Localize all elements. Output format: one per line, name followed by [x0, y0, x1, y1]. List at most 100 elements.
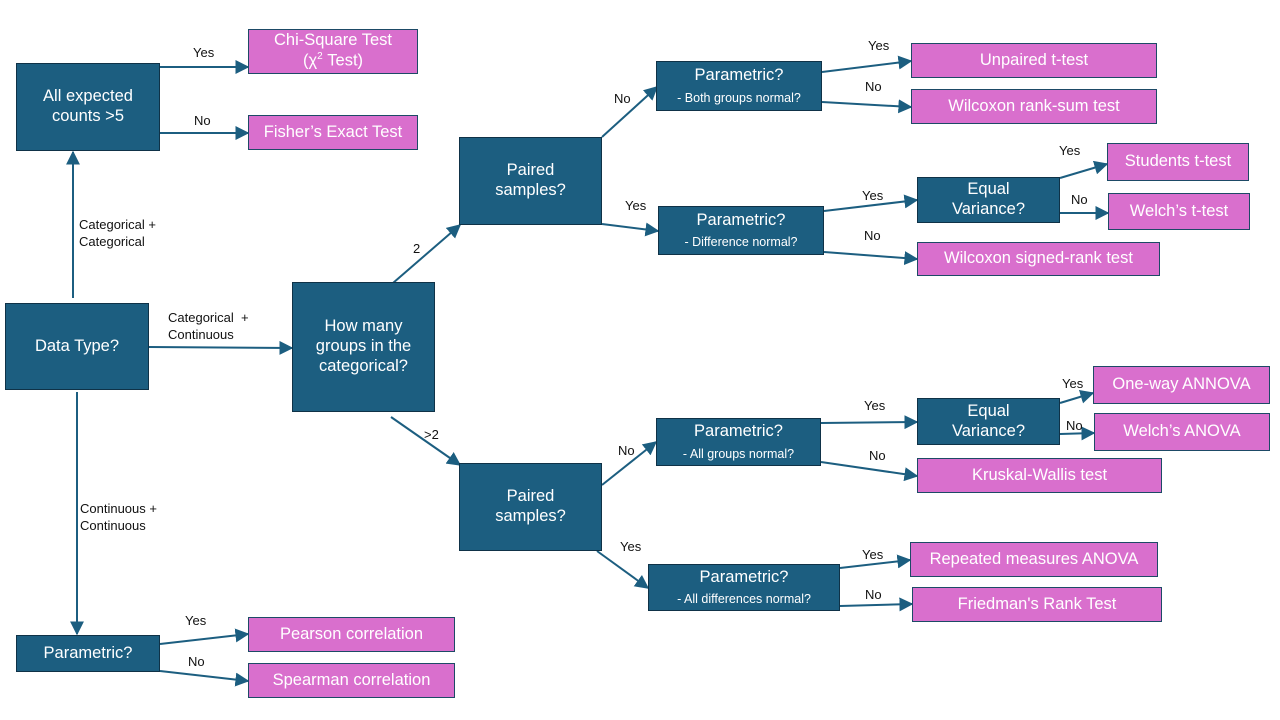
edge-label-rank-sum-no: No [865, 79, 882, 94]
edge-label-chi-yes: Yes [193, 45, 215, 60]
edge-label-spearman-no: No [188, 654, 205, 669]
wilcoxon-rank-sum-node: Wilcoxon rank-sum test [911, 89, 1157, 124]
edge-label-cat-cat-line-2: Categorical [79, 233, 145, 249]
chi-square-line-2: (χ2 Test) [303, 51, 363, 71]
how-many-line-3: categorical? [319, 356, 408, 375]
students-t-label: Students t-test [1124, 152, 1232, 171]
wilcoxon-rank-sum-label: Wilcoxon rank-sum test [948, 96, 1120, 115]
edge-label-fisher-no: No [194, 113, 211, 128]
parametric-unpaired-multi-title: Parametric? [694, 422, 783, 441]
paired-two-line-1: Paired [506, 161, 555, 180]
paired-samples-multi-node: Paired samples? [459, 463, 602, 551]
edge-label-cat-cont-line-2: Continuous [168, 326, 234, 342]
repeated-measures-label: Repeated measures ANOVA [929, 549, 1139, 568]
chi-square-superscript: 2 [317, 51, 323, 63]
paired-multi-line-1: Paired [506, 487, 555, 506]
connector-to-equal-var-two [823, 194, 919, 212]
edge-label-cont-cont-line-1: Continuous + [80, 501, 157, 516]
connector-to-how-many [148, 340, 294, 355]
parametric-paired-multi-sub: - All differences normal? [677, 592, 811, 607]
repeated-measures-anova-node: Repeated measures ANOVA [910, 542, 1158, 577]
one-way-anova-label: One-way ANNOVA [1112, 375, 1251, 394]
parametric-paired-two-sub: - Difference normal? [684, 235, 798, 250]
how-many-line-1: How many [324, 317, 403, 336]
parametric-unpaired-two-sub: - Both groups normal? [677, 90, 801, 105]
edge-label-signed-rank-no: No [864, 228, 881, 243]
connector-to-param-paired-two [601, 222, 660, 237]
edge-label-kruskal-no: No [869, 448, 886, 463]
equal-variance-two-line-2: Variance? [951, 200, 1026, 218]
fisher-label: Fisher’s Exact Test [263, 122, 403, 141]
pearson-correlation-node: Pearson correlation [248, 617, 455, 652]
connector-to-param-paired-multi [596, 550, 650, 589]
fisher-exact-test-node: Fisher’s Exact Test [248, 115, 418, 150]
all-expected-line-2: counts >5 [51, 107, 124, 125]
connector-to-unpaired-t [821, 55, 913, 73]
edge-label-paired-two-yes: Yes [625, 198, 647, 213]
equal-variance-two-node: Equal Variance? [917, 177, 1060, 223]
wilcoxon-signed-rank-label: Wilcoxon signed-rank test [944, 249, 1133, 268]
chi-square-symbol: (χ [302, 51, 318, 70]
spearman-label: Spearman correlation [272, 670, 431, 689]
edge-label-categorical-continuous: Categorical + Continuous [168, 310, 249, 344]
kruskal-wallis-label: Kruskal-Wallis test [971, 465, 1108, 484]
parametric-unpaired-two-node: Parametric? - Both groups normal? [656, 61, 822, 111]
wilcoxon-signed-rank-node: Wilcoxon signed-rank test [917, 242, 1160, 276]
parametric-unpaired-two-title: Parametric? [694, 66, 784, 85]
all-expected-node: All expected counts >5 [16, 63, 160, 151]
friedman-label: Friedman's Rank Test [957, 594, 1117, 613]
how-many-groups-node: How many groups in the categorical? [292, 282, 435, 412]
edge-label-categorical-categorical: Categorical + Categorical [79, 217, 156, 251]
connector-to-param-unpaired-multi [601, 441, 658, 486]
parametric-paired-two-node: Parametric? - Difference normal? [658, 206, 824, 255]
edge-label-cont-cont-line-2: Continuous [80, 517, 146, 533]
edge-label-groups-two: 2 [413, 241, 421, 256]
connector-to-one-way [1059, 389, 1095, 404]
edge-label-friedman-no: No [865, 587, 882, 602]
unpaired-t-test-node: Unpaired t-test [911, 43, 1157, 78]
edge-label-pearson-yes: Yes [185, 613, 207, 628]
parametric-paired-multi-node: Parametric? - All differences normal? [648, 564, 840, 611]
edge-label-equal-var-two-yes: Yes [862, 188, 884, 203]
connector-to-param-unpaired-two [601, 86, 659, 138]
parametric-paired-two-title: Parametric? [696, 210, 786, 229]
edge-label-paired-two-no: No [614, 91, 631, 106]
connector-to-students-t [1059, 160, 1109, 179]
connector-to-spearman [159, 670, 250, 687]
edge-label-groups-many: >2 [424, 427, 439, 442]
one-way-anova-node: One-way ANNOVA [1093, 366, 1270, 404]
parametric-correlation-node: Parametric? [16, 635, 160, 672]
welch-t-label: Welch’s t-test [1129, 201, 1229, 220]
connector-to-welch-anova [1059, 426, 1096, 441]
connector-to-paired-multi [390, 416, 462, 466]
parametric-unpaired-multi-sub: - All groups normal? [682, 446, 795, 461]
equal-variance-two-line-1: Equal [967, 180, 1010, 199]
parametric-correlation-label: Parametric? [43, 643, 133, 662]
friedman-rank-test-node: Friedman's Rank Test [912, 587, 1162, 622]
students-t-test-node: Students t-test [1107, 143, 1249, 181]
chi-square-test-node: Chi-Square Test (χ2 Test) [248, 29, 418, 74]
connector-to-equal-var-multi [820, 415, 919, 430]
welch-anova-label: Welch’s ANOVA [1123, 422, 1241, 441]
connector-to-pearson [159, 628, 250, 645]
edge-label-continuous-continuous: Continuous + Continuous [80, 501, 157, 535]
edge-label-welch-anova-no: No [1066, 418, 1083, 433]
pearson-label: Pearson correlation [279, 624, 424, 643]
paired-samples-two-node: Paired samples? [459, 137, 602, 225]
all-expected-line-1: All expected [43, 87, 133, 106]
connector-to-repeated [839, 554, 912, 569]
edge-label-paired-multi-yes: Yes [620, 539, 642, 554]
edge-label-cat-cont-line-1: Categorical + [168, 310, 249, 325]
kruskal-wallis-node: Kruskal-Wallis test [917, 458, 1162, 493]
spearman-correlation-node: Spearman correlation [248, 663, 455, 698]
data-type-node: Data Type? [5, 303, 149, 390]
how-many-line-2: groups in the [315, 337, 412, 356]
equal-variance-multi-line-1: Equal [967, 401, 1010, 420]
edge-label-cat-cat-line-1: Categorical + [79, 217, 156, 232]
welch-t-test-node: Welch’s t-test [1108, 193, 1250, 230]
edge-label-unpaired-t-yes: Yes [868, 38, 890, 53]
edge-label-students-yes: Yes [1059, 143, 1081, 158]
edge-label-repeated-yes: Yes [862, 547, 884, 562]
